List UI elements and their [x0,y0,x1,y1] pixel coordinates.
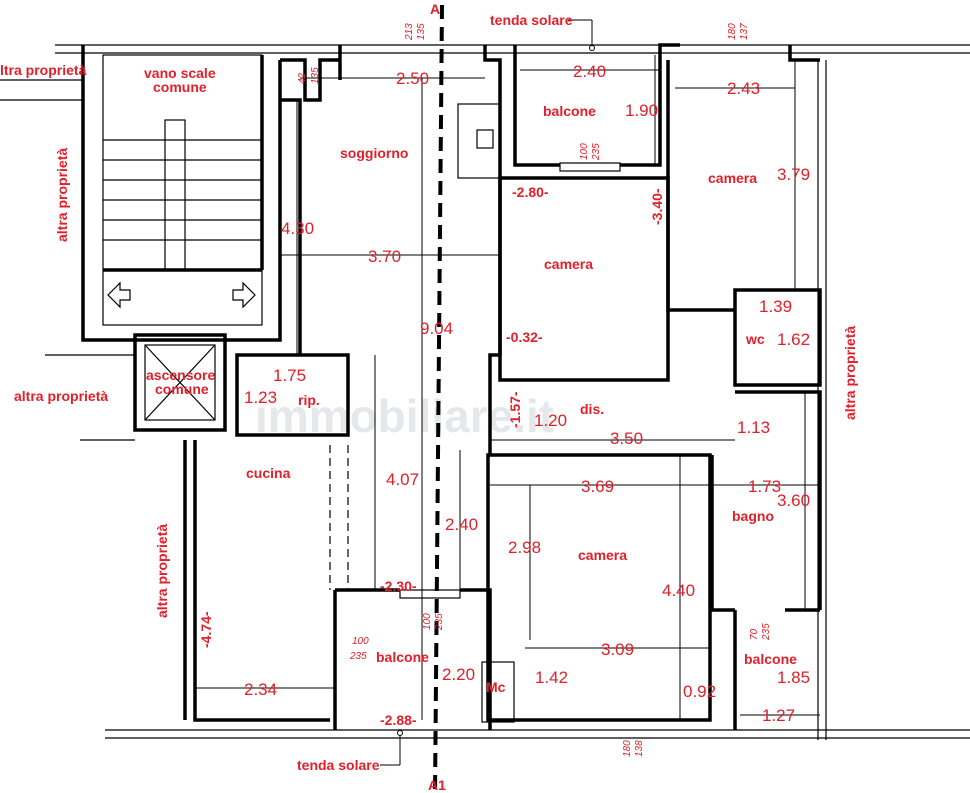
window-label: 100 [579,143,590,160]
dim: -4.74- [198,611,214,648]
dim: -0.32- [506,329,543,345]
dim: 3.69 [581,477,614,496]
dim: 2.40 [573,62,606,81]
room-vano-scale: vano scale [144,65,216,81]
room-balcone-bottom-left: balcone [376,649,429,665]
room-vano-scale-2: comune [153,79,207,95]
window-label: 100 [422,613,433,630]
stairs [103,119,262,309]
window-label: 138 [634,740,645,757]
room-soggiorno: soggiorno [340,145,408,161]
dim: 3.70 [368,247,401,266]
dim: 1.23 [244,388,277,407]
altra-proprieta-top-left: ltra proprietà [0,62,87,78]
window-labels: 213 135 42 135 100 235 180 137 100 235 1… [297,23,772,757]
dim: 1.13 [737,418,770,437]
window-label: 137 [739,23,750,40]
dim: -3.40- [649,188,665,225]
window-label: 100 [352,636,369,647]
dim: 1.75 [273,366,306,385]
dim: 3.79 [777,165,810,184]
dim: 3.60 [777,491,810,510]
room-labels: vano scale comune soggiorno balcone came… [144,65,797,695]
dim: 0.92 [683,682,716,701]
neighbor-labels: ltra proprietà altra proprietà altra pro… [0,62,858,618]
dim: 3.09 [601,640,634,659]
dim: 2.40 [445,515,478,534]
dim: 1.27 [762,706,795,725]
dim: 1.90 [625,101,658,120]
dim: 1.42 [535,668,568,687]
rip-storage [235,353,350,437]
exterior-lines [0,44,970,740]
dim: -1.57- [507,391,523,428]
dim: 2.20 [442,665,475,684]
window-label: 235 [761,623,772,641]
dim: -2.88- [380,712,417,728]
dim: -2.30- [380,578,417,594]
dim: 2.50 [396,69,429,88]
window-label: 180 [622,740,633,757]
window-label: 235 [434,613,445,631]
window-label: 70 [749,628,760,640]
tenda-solare-bottom: tenda solare [297,757,380,773]
dim: 1.73 [748,477,781,496]
dim: 2.43 [727,79,760,98]
window-label: 135 [416,23,427,40]
altra-proprieta-left-mid: altra proprietà [14,388,108,404]
dim: 3.50 [610,429,643,448]
room-balcone-bottom-right: balcone [744,651,797,667]
room-camera-bottom: camera [578,547,627,563]
window-label: 235 [591,143,602,161]
dim: 1.85 [777,668,810,687]
dim: 1.62 [777,330,810,349]
room-cucina: cucina [246,465,291,481]
altra-proprieta-left-bottom: altra proprietà [154,524,170,618]
altra-proprieta-right: altra proprietà [842,326,858,420]
dim: 4.30 [281,219,314,238]
dim: 2.34 [244,680,277,699]
arrow-left-icon [107,281,131,309]
room-ascensore-2: comune [155,381,209,397]
window-label: 235 [349,651,367,662]
dim: 2.98 [508,538,541,557]
section-label-bottom: A1 [428,777,446,793]
room-balcone-top: balcone [543,103,596,119]
elevator [133,333,227,432]
dim: -2.80- [512,184,549,200]
room-mc: Mc [486,679,506,695]
dim: 4.40 [662,581,695,600]
dim: 4.07 [386,470,419,489]
arrow-right-icon [232,281,256,309]
dim: 1.39 [759,297,792,316]
room-bagno: bagno [732,508,774,524]
room-dis: dis. [580,401,604,417]
room-camera-top-right: camera [708,170,757,186]
room-ascensore: ascensore [146,367,215,383]
dim: 1.20 [534,411,567,430]
altra-proprieta-left-vertical: altra proprietà [54,148,70,242]
section-label-top: A [430,1,440,17]
window-label: 42 [297,72,308,84]
dim: 9.04 [420,319,453,338]
window-label: 213 [404,23,415,41]
room-rip: rip. [298,392,320,408]
dimension-lines [195,55,820,720]
window-label: 180 [727,23,738,40]
room-camera-center: camera [544,256,593,272]
room-wc: wc [745,331,765,347]
tenda-solare-top: tenda solare [490,12,573,28]
window-label: 135 [310,67,321,84]
dimension-labels: 2.50 2.40 1.90 2.43 3.79 4.30 3.70 9.04 … [198,62,810,728]
walls [81,43,822,730]
